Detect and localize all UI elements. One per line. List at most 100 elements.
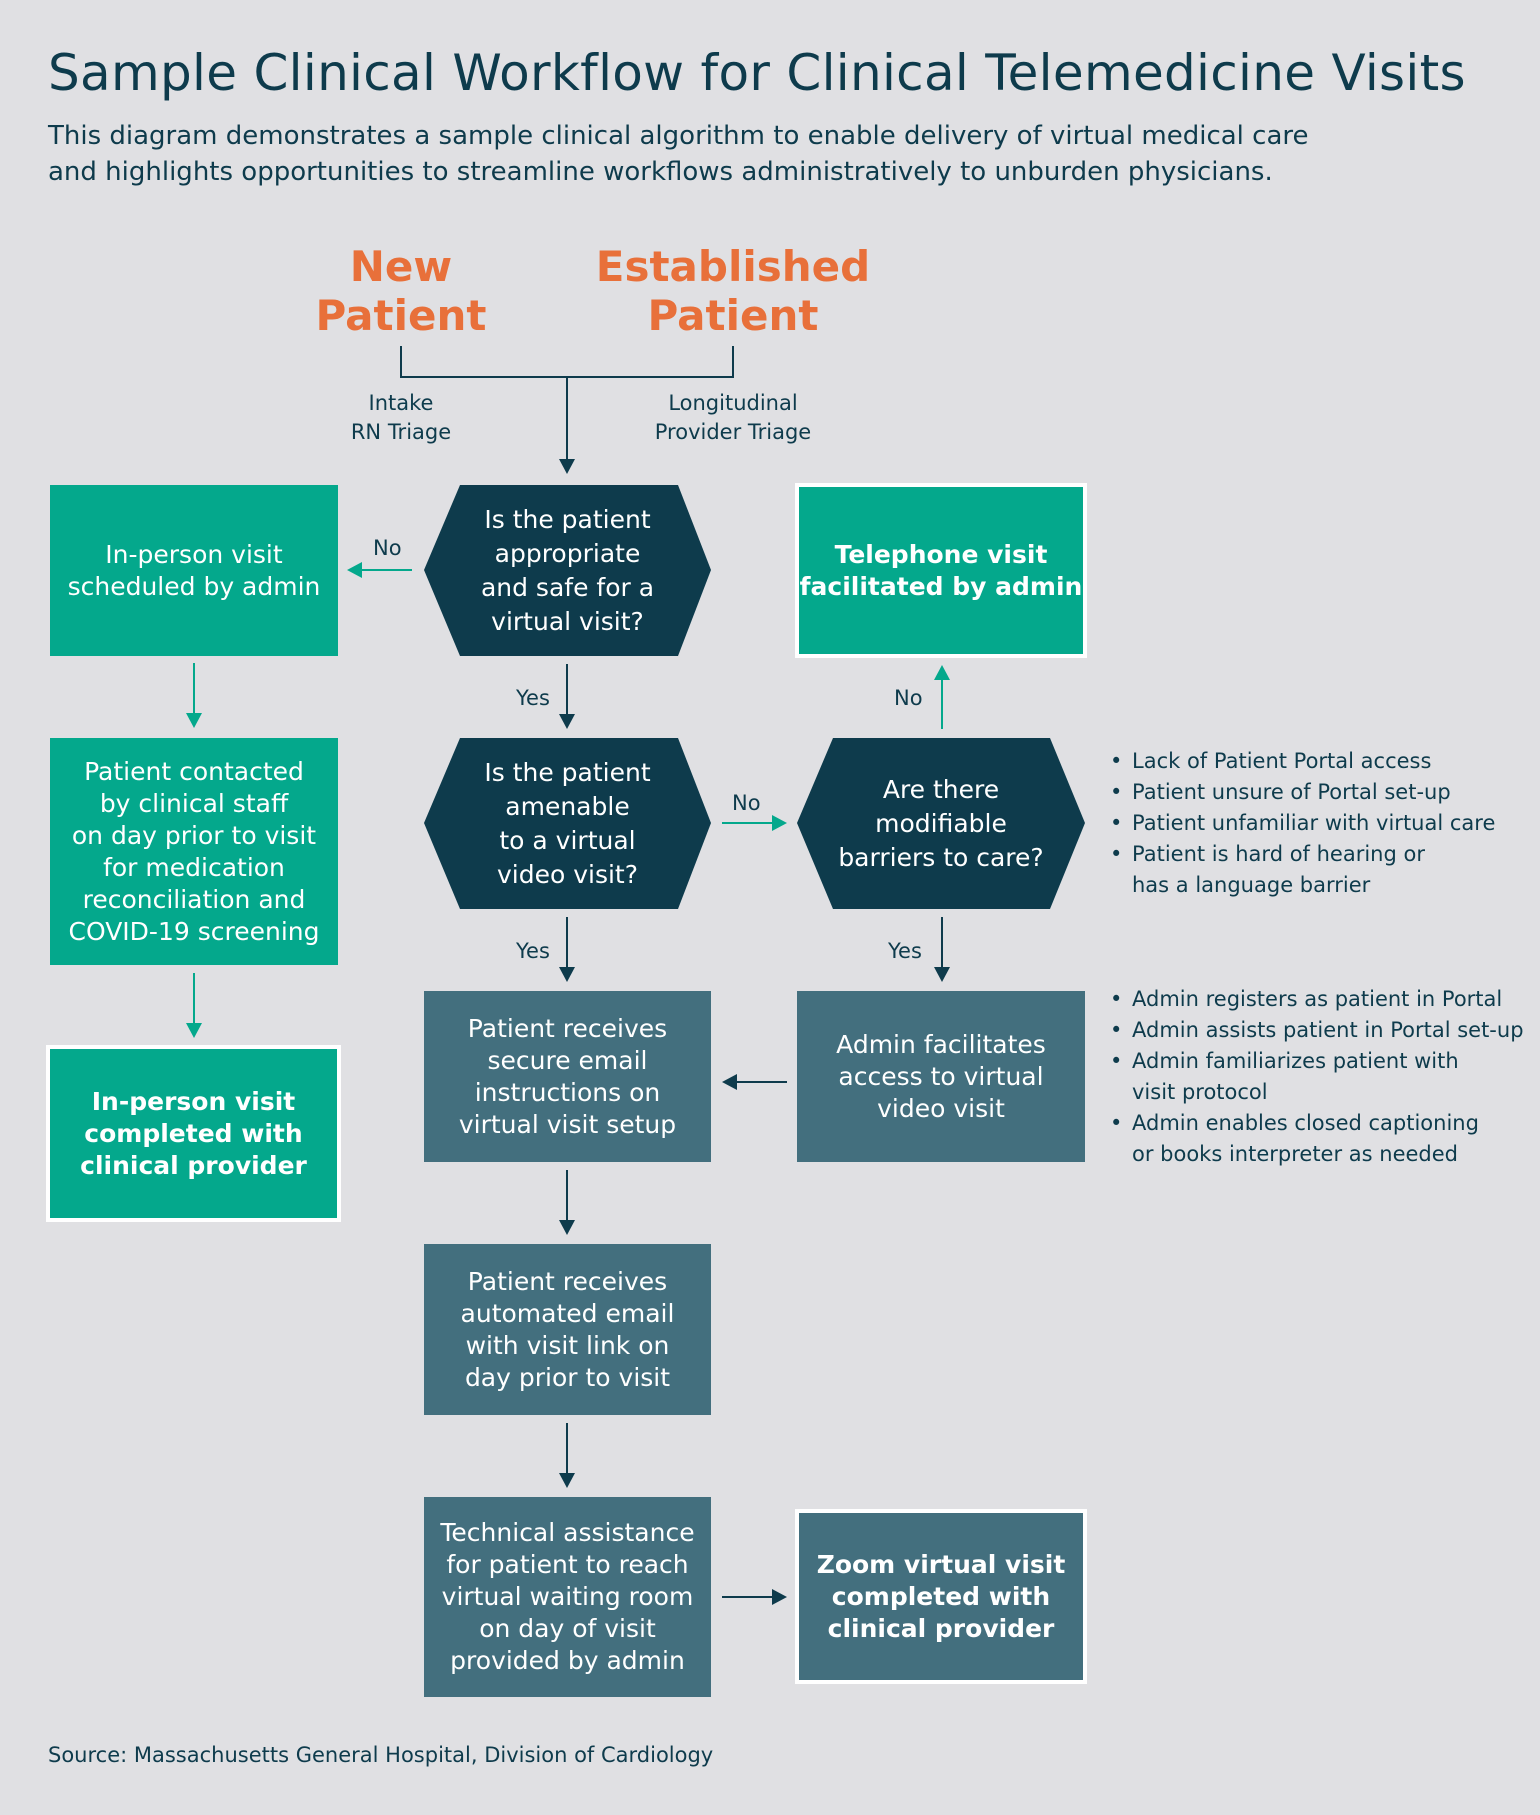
box-line: scheduled by admin [67, 571, 321, 601]
decision-appropriate-shape [424, 485, 711, 656]
box-line: day prior to visit [464, 1362, 671, 1392]
label-yes: Yes [888, 939, 922, 963]
label-no: No [373, 536, 402, 560]
list-item: Admin assists patient in Portal set-up [1108, 1015, 1528, 1046]
box-inperson-completed: In-person visit completed with clinical … [46, 1045, 341, 1222]
decision-amenable: Is the patient amenable to a virtual vid… [424, 738, 711, 909]
box-line: for medication [103, 852, 285, 882]
longitudinal-triage-label: Longitudinal Provider Triage [633, 389, 833, 447]
list-item: Patient is hard of hearing or has a lang… [1108, 839, 1528, 901]
label-yes: Yes [516, 686, 550, 710]
intake-triage-label: Intake RN Triage [321, 389, 481, 447]
arrowhead [347, 562, 362, 578]
arrowhead [934, 665, 950, 680]
decision-line: to a virtual [499, 825, 636, 855]
decision-line: Is the patient [484, 757, 651, 787]
box-patient-contacted: Patient contacted by clinical staff on d… [50, 738, 338, 965]
box-admin-facilitates: Admin facilitates access to virtual vide… [797, 991, 1085, 1162]
arrowhead [559, 1220, 575, 1235]
box-line: for patient to reach [446, 1550, 689, 1579]
list-item: Admin familiarizes patient with visit pr… [1108, 1046, 1528, 1108]
heading-line: Patient [315, 291, 487, 340]
label-no: No [894, 686, 923, 710]
arrowhead [934, 967, 950, 982]
decision-line: and safe for a [480, 572, 655, 602]
triage-line: Longitudinal [668, 391, 798, 415]
box-technical-assistance: Technical assistance for patient to reac… [424, 1497, 711, 1697]
decision-line: Are there [882, 774, 1000, 804]
box-line: reconciliation and [82, 884, 306, 914]
established-patient-heading: Established Patient [593, 242, 873, 340]
box-line: completed with [84, 1118, 303, 1148]
box-line: Patient contacted [84, 756, 304, 786]
box-line: In-person visit [91, 1086, 296, 1116]
decision-barriers: Are there modifiable barriers to care? [797, 738, 1085, 909]
decision-line: virtual visit? [491, 606, 644, 636]
box-line: Telephone visit [834, 539, 1048, 569]
heading-line: Established [595, 242, 871, 291]
box-line: virtual waiting room [441, 1582, 694, 1611]
arrowhead [722, 1074, 737, 1090]
list-item: Patient unsure of Portal set-up [1108, 777, 1528, 808]
arrowhead [186, 713, 202, 728]
list-item: Admin enables closed captioning or books… [1108, 1108, 1528, 1170]
arrowhead [559, 459, 575, 474]
box-line: facilitated by admin [799, 571, 1083, 601]
box-line: Admin facilitates [836, 1029, 1046, 1059]
triage-line: Intake [368, 391, 434, 415]
barrier-list: Lack of Patient Portal access Patient un… [1108, 746, 1528, 901]
box-line: provided by admin [450, 1646, 685, 1675]
arrowhead [772, 1589, 787, 1605]
decision-line: video visit? [496, 859, 638, 889]
box-telephone-visit: Telephone visit facilitated by admin [795, 483, 1087, 658]
box-line: Patient receives [467, 1266, 668, 1296]
admin-action-list: Admin registers as patient in Portal Adm… [1108, 984, 1528, 1170]
box-line: by clinical staff [99, 788, 289, 818]
heading-line: Patient [647, 291, 819, 340]
arrowhead [186, 1023, 202, 1038]
box-line: COVID-19 screening [68, 916, 320, 946]
subtitle-line: This diagram demonstrates a sample clini… [48, 121, 1309, 151]
entry-bracket [400, 346, 734, 378]
triage-line: RN Triage [350, 420, 452, 444]
box-line: virtual visit setup [458, 1109, 677, 1139]
decision-line: Is the patient [484, 504, 651, 534]
triage-line: Provider Triage [654, 420, 812, 444]
box-secure-email: Patient receives secure email instructio… [424, 991, 711, 1162]
arrowhead [559, 714, 575, 729]
box-line: automated email [460, 1298, 675, 1328]
list-item: Admin registers as patient in Portal [1108, 984, 1528, 1015]
decision-appropriate: Is the patient appropriate and safe for … [424, 485, 711, 656]
label-no: No [732, 791, 761, 815]
arrowhead [772, 815, 787, 831]
box-line: with visit link on [465, 1330, 670, 1360]
box-line: Patient receives [467, 1013, 668, 1043]
box-line: In-person visit [105, 539, 283, 569]
box-line: on day prior to visit [71, 820, 317, 850]
decision-line: amenable [505, 791, 630, 821]
box-line: instructions on [474, 1077, 661, 1107]
new-patient-heading: New Patient [301, 242, 501, 340]
subtitle-line: and highlights opportunities to streamli… [48, 157, 1273, 187]
decision-barriers-shape [797, 738, 1085, 909]
box-line: video visit [877, 1093, 1005, 1123]
box-zoom-completed: Zoom virtual visit completed with clinic… [795, 1509, 1087, 1684]
box-line: on day of visit [479, 1614, 656, 1643]
decision-line: appropriate [494, 538, 641, 568]
page-subtitle: This diagram demonstrates a sample clini… [48, 118, 1448, 190]
label-yes: Yes [516, 939, 550, 963]
heading-line: New [349, 242, 453, 291]
box-automated-email: Patient receives automated email with vi… [424, 1244, 711, 1415]
decision-line: modifiable [875, 808, 1007, 838]
source-note: Source: Massachusetts General Hospital, … [48, 1743, 714, 1767]
list-item: Patient unfamiliar with virtual care [1108, 808, 1528, 839]
box-line: access to virtual [838, 1061, 1044, 1091]
box-line: clinical provider [80, 1150, 307, 1180]
decision-amenable-shape [424, 738, 711, 909]
box-inperson-scheduled: In-person visit scheduled by admin [50, 485, 338, 656]
box-line: completed with [831, 1581, 1051, 1611]
arrowhead [559, 967, 575, 982]
box-line: secure email [487, 1045, 648, 1075]
page-title: Sample Clinical Workflow for Clinical Te… [48, 44, 1466, 102]
list-item: Lack of Patient Portal access [1108, 746, 1528, 777]
